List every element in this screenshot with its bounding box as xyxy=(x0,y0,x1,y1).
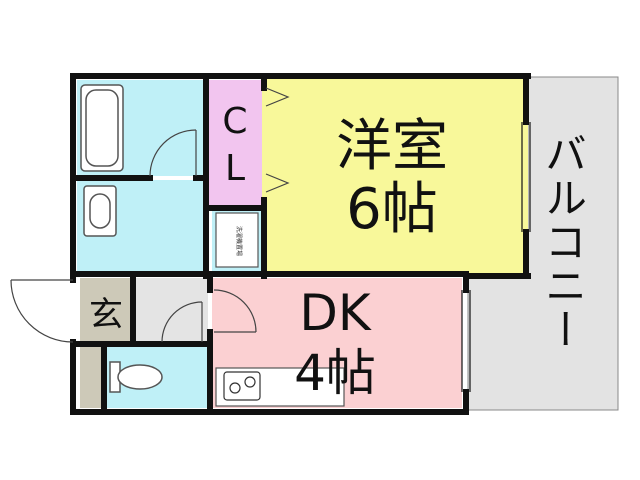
walls xyxy=(70,73,531,415)
washer-space: 洗濯機置場 xyxy=(215,212,259,268)
dk-size: 4帖 xyxy=(294,344,376,402)
western-room-size: 6帖 xyxy=(346,177,438,242)
toilet xyxy=(109,361,163,393)
closet-door-icon xyxy=(265,87,290,107)
windows xyxy=(461,122,531,392)
stove-icon xyxy=(223,371,261,401)
kitchen-counter xyxy=(215,367,345,407)
hall-door-icon xyxy=(161,301,203,343)
closet-label-c: C xyxy=(222,101,247,142)
wash-basin xyxy=(83,185,117,237)
entrance-door-icon xyxy=(10,279,74,343)
bathtub xyxy=(80,84,124,172)
dk-door-icon xyxy=(213,289,257,333)
storage-floor xyxy=(80,346,104,408)
entrance-label: 玄 xyxy=(89,295,123,335)
balcony-label: バルコニー xyxy=(539,132,588,352)
closet-door-icon xyxy=(265,173,290,193)
bath-door-icon xyxy=(149,129,197,177)
doors xyxy=(10,87,290,343)
entrance-floor xyxy=(80,278,130,342)
closet-floor xyxy=(208,80,262,208)
hall-floor xyxy=(130,278,208,342)
western-room-name: 洋室 xyxy=(336,114,448,179)
dk-name: DK xyxy=(299,284,372,342)
closet-label-l: L xyxy=(225,148,245,189)
western-room-floor xyxy=(262,77,528,274)
washer-label: 洗濯機置場 xyxy=(235,226,243,256)
